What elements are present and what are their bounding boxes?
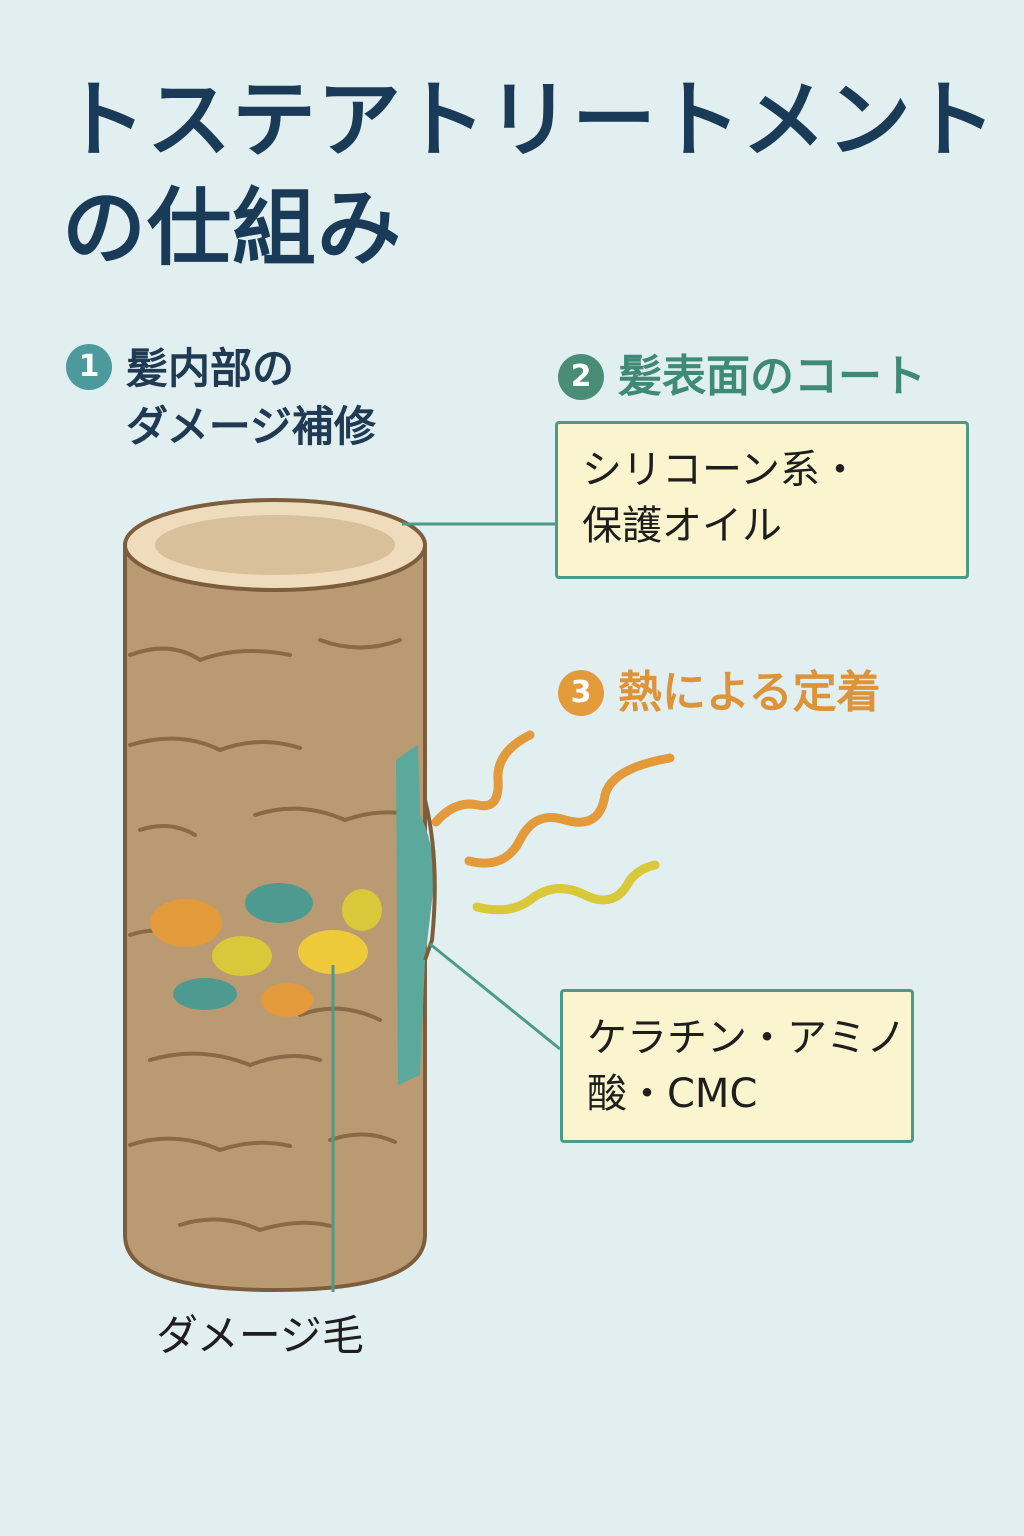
repair-particles [150,883,382,1017]
coat-ingredients-line-2: 保護オイル [582,503,782,549]
step-3-number-badge: 3 [558,670,604,716]
damaged-hair-label: ダメージ毛 [156,1311,364,1360]
step-1-number-badge: 1 [66,344,112,390]
step-1-internal-repair: 1 髪内部の ダメージ補修 [66,340,376,456]
title-line-2: の仕組み [62,179,403,277]
step-1-label-line-2: ダメージ補修 [126,402,376,451]
coating-layer [396,744,434,1085]
repair-ingredients-box: ケラチン・アミノ 酸・CMC [560,989,914,1143]
leader-lines [331,522,561,1292]
step-2-number-badge: 2 [558,354,604,400]
coat-ingredients-line-1: シリコーン系・ [582,447,860,493]
repair-ingredients-line-2: 酸・CMC [587,1071,758,1117]
hair-core [155,515,395,575]
title-line-1: トステアトリートメント [62,71,998,169]
step-3-label: 熱による定着 [618,667,881,718]
coat-ingredients-box: シリコーン系・ 保護オイル [555,421,969,579]
step-3-heat-fixing: 3 熱による定着 [558,668,881,718]
step-2-surface-coat: 2 髪表面のコート [558,352,926,402]
hair-damage-bulge [423,799,437,961]
step-1-label: 髪内部の ダメージ補修 [126,340,376,456]
cuticle-lines [128,638,412,1233]
repair-ingredients-line-1: ケラチン・アミノ [587,1015,907,1061]
heat-waves [431,730,675,915]
step-1-label-line-1: 髪内部の [126,344,295,393]
step-2-label: 髪表面のコート [618,351,926,402]
page-title: トステアトリートメント の仕組み [62,66,998,282]
